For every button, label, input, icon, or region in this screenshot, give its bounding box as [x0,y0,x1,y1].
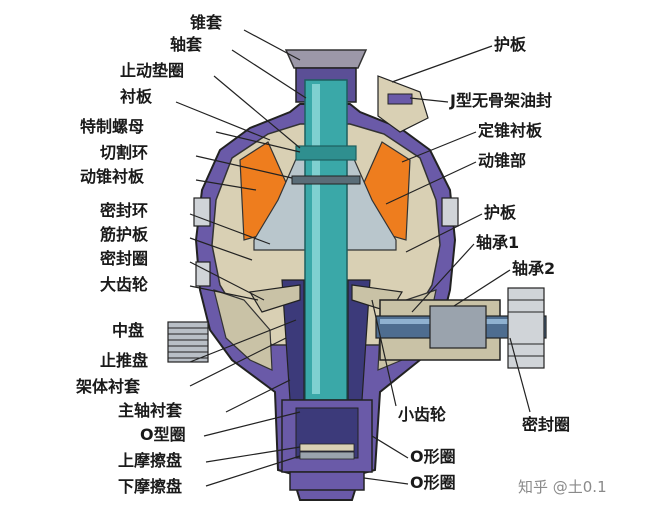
leader-shaft-sleeve [231,49,307,99]
label-middle-disc: 中盘 [112,321,144,340]
leader-frame-bushing [189,337,287,387]
bottom-plate [289,471,365,491]
label-big-gear: 大齿轮 [100,275,148,294]
label-shaft-sleeve: 轴套 [170,35,203,54]
side-bolt-left-mid [195,261,211,287]
label-fixed-cone-liner: 定锥衬板 [477,121,543,140]
watermark: 知乎 @土0.1 [518,478,607,496]
leader-o-ring-2 [363,477,409,485]
leader-o-ring-type [203,411,301,437]
leader-small-gear [371,299,397,407]
leader-rib-guard [189,237,253,261]
label-liner: 衬板 [120,87,153,106]
leader-j-oil-seal [409,97,449,103]
leader-thrust-disc [189,319,297,363]
labels-right: 护板 J型无骨架油封 定锥衬板 动锥部 护板 轴承1 轴承2 小齿轮 密封圈 O… [398,35,570,492]
leader-upper-friction [205,446,301,463]
leader-main-shaft-bushing [225,379,291,413]
label-seal-gasket-right: 密封圈 [521,415,570,434]
label-cone-sleeve: 锥套 [190,13,223,32]
main-shaft [304,79,348,401]
label-frame-bushing: 架体衬套 [75,377,141,396]
label-seal-gasket-left: 密封圈 [99,249,148,268]
friction-disc-upper [299,443,355,452]
leader-liner [175,101,271,141]
label-lower-friction-disc: 下摩擦盘 [118,477,182,496]
leader-bearing-1 [411,243,475,313]
label-upper-friction-disc: 上摩擦盘 [118,451,182,470]
label-moving-cone-liner: 动锥衬板 [80,167,145,186]
label-j-oil-seal: J型无骨架油封 [449,91,552,110]
leader-fixed-cone-liner [401,131,477,163]
label-rib-guard: 筋护板 [99,225,149,244]
label-thrust-disc: 止推盘 [100,351,148,370]
label-guard-plate-mid: 护板 [484,203,517,222]
drive-pulley [507,287,545,369]
leader-guard-top [391,45,493,83]
lower-frame-liner [213,289,273,371]
shaft-highlight [312,84,320,394]
leader-seal-gasket [189,261,265,301]
leader-seal-ring [189,213,271,245]
side-bolt-left-top [193,197,211,227]
label-guard-plate-top: 护板 [494,35,527,54]
label-main-shaft-bushing: 主轴衬套 [118,401,183,420]
label-seal-ring: 密封环 [99,201,148,220]
leader-big-gear [189,285,259,301]
leader-cone-sleeve [243,29,301,61]
label-o-ring-1: O形圈 [410,447,456,466]
leader-special-nut [215,131,301,153]
crusher-illustration [167,49,547,501]
leader-cutting-ring [195,155,293,179]
leader-moving-cone-liner [195,179,257,191]
spring-pack [167,321,209,363]
label-o-ring-2: O形圈 [410,473,456,492]
labels-left: 锥套 轴套 止动垫圈 衬板 特制螺母 切割环 动锥衬板 密封环 筋护板 密封圈 … [75,13,223,496]
feed-hopper [284,49,368,69]
label-stop-washer: 止动垫圈 [120,61,184,80]
leader-guard-mid [405,213,483,253]
leader-lower-friction [205,455,301,487]
label-special-nut: 特制螺母 [80,117,144,136]
label-bearing-2: 轴承2 [512,259,555,278]
bearing-housing [429,305,487,349]
shaft-nut [295,145,357,161]
leader-bearing-2 [453,269,511,307]
leader-lines [175,29,531,487]
label-cutting-ring: 切割环 [100,143,148,162]
friction-disc-lower [299,451,355,460]
label-o-ring-type: O型圈 [140,425,186,444]
leader-moving-cone [385,161,477,205]
shaft-collar [291,175,361,185]
leader-o-ring-1 [371,435,409,459]
side-bolt-right-top [441,197,459,227]
leader-seal-gasket-right [509,337,531,413]
label-small-gear: 小齿轮 [398,405,446,424]
label-moving-cone: 动锥部 [478,151,526,170]
label-bearing-1: 轴承1 [476,233,519,252]
leader-stop-washer [213,75,301,149]
big-gear-shape [249,284,301,313]
oil-seal-bolt [387,93,413,105]
